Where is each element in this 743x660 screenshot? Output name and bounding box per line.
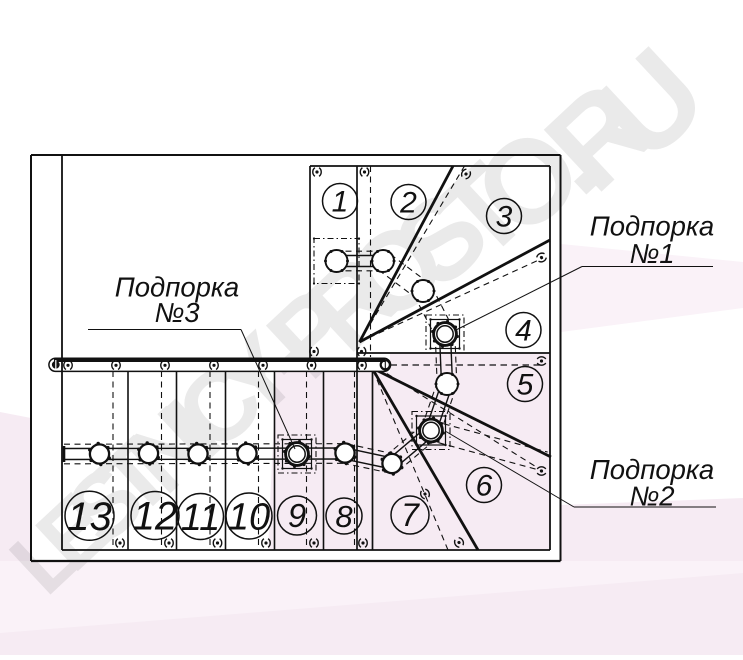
svg-text:Подпорка: Подпорка: [590, 454, 714, 485]
svg-text:№2: №2: [629, 481, 674, 512]
svg-text:Подпорка: Подпорка: [590, 211, 714, 242]
svg-text:13: 13: [67, 495, 112, 539]
svg-text:4: 4: [515, 315, 532, 348]
svg-text:Подпорка: Подпорка: [115, 272, 239, 303]
svg-text:10: 10: [228, 496, 270, 538]
svg-text:2: 2: [399, 187, 417, 220]
svg-text:12: 12: [133, 495, 178, 539]
svg-text:8: 8: [335, 499, 353, 534]
svg-text:11: 11: [181, 497, 220, 539]
svg-text:№1: №1: [629, 238, 674, 269]
svg-text:9: 9: [288, 497, 306, 534]
svg-text:5: 5: [517, 369, 534, 402]
svg-text:6: 6: [476, 470, 493, 503]
svg-text:7: 7: [401, 497, 420, 533]
svg-text:№3: №3: [154, 297, 200, 328]
svg-text:3: 3: [496, 201, 513, 234]
svg-text:1: 1: [332, 186, 349, 219]
